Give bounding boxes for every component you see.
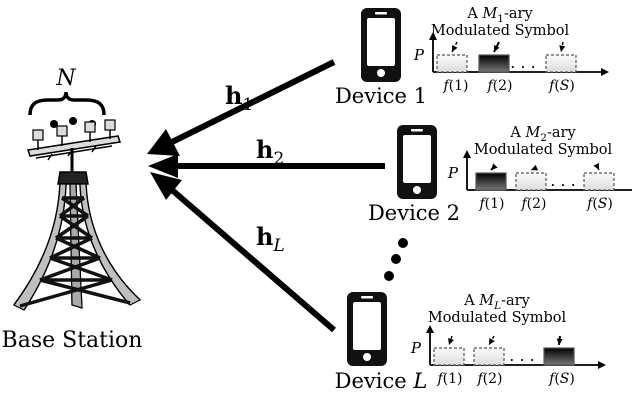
device-label: Device L [335, 369, 428, 393]
idle-frequency-slot [583, 172, 615, 191]
pointer-arrowhead [448, 338, 454, 345]
frequency-slot-label: f(1) [442, 78, 468, 94]
antenna-element [84, 121, 96, 142]
slot-ellipsis: . . . [509, 346, 534, 365]
x-axis-arrowhead [598, 361, 606, 369]
x-axis-arrowhead [601, 68, 609, 76]
base-station: N [2, 66, 143, 353]
spectrum-title: A M2-ary [509, 125, 576, 144]
frequency-slot-label: f(S) [548, 371, 575, 387]
spectrum-title-line2: Modulated Symbol [474, 142, 613, 158]
smartphone-icon [347, 292, 387, 366]
y-axis-arrowhead [463, 150, 471, 158]
spectrum-title-line2: Modulated Symbol [428, 310, 567, 326]
antenna-dot [69, 117, 77, 125]
pointer-arrowhead [559, 45, 566, 52]
slot-ellipsis: . . . [510, 53, 535, 72]
pointer-arrowhead [531, 164, 538, 171]
pointer-arrowhead [593, 163, 599, 170]
frequency-slot-label: f(2) [520, 196, 546, 212]
device-ellipsis-dot [391, 254, 401, 264]
idle-frequency-slot [433, 347, 465, 366]
device-label: Device 1 [335, 84, 427, 108]
tower-bracing [19, 196, 131, 308]
y-axis-arrowhead [426, 325, 434, 333]
smartphone-icon [397, 125, 437, 199]
idle-frequency-slot [473, 347, 505, 366]
antenna-count-label: N [55, 66, 76, 91]
smartphone-icon [361, 8, 401, 82]
device-label: Device 2 [368, 201, 460, 225]
spectrum-title: A M1-ary [466, 6, 533, 25]
idle-frequency-slot [515, 172, 547, 191]
pointer-arrowhead [494, 45, 500, 52]
antenna-element [56, 125, 68, 146]
active-frequency-slot [478, 54, 510, 73]
antenna-dot [50, 120, 58, 128]
channel-arrow-1 [147, 59, 336, 156]
pointer-arrowhead [491, 163, 498, 170]
frequency-slot-label: f(2) [476, 371, 502, 387]
antenna-brace [28, 91, 106, 116]
base-station-label: Base Station [2, 328, 143, 353]
spectrum-title: A ML-ary [463, 293, 530, 312]
axis-label-power: P [413, 46, 425, 64]
channel-label-3: hL [256, 222, 285, 256]
channel-label-2: h2 [256, 135, 284, 169]
pointer-arrowhead [452, 45, 458, 52]
y-axis-arrowhead [429, 32, 437, 40]
device-ellipsis-dot [384, 271, 394, 281]
frequency-slot-label: f(S) [548, 78, 575, 94]
antenna-element [104, 119, 116, 139]
frequency-slot-label: f(1) [436, 371, 462, 387]
channel-arrow-2 [148, 154, 385, 178]
idle-frequency-slot [545, 54, 577, 73]
channel-label-1: h1 [225, 81, 253, 115]
active-frequency-slot [475, 172, 507, 191]
channel-arrow-3 [150, 172, 336, 333]
pointer-arrowhead [489, 338, 495, 345]
frequency-slot-label: f(1) [478, 196, 504, 212]
idle-frequency-slot [436, 54, 468, 73]
active-frequency-slot [543, 347, 575, 366]
pointer-arrowhead [556, 338, 563, 345]
frequency-slot-label: f(S) [586, 196, 613, 212]
device-ellipsis-dot [398, 238, 408, 248]
slot-ellipsis: . . . [550, 171, 575, 190]
antenna-array [27, 119, 121, 161]
axis-label-power: P [410, 339, 422, 357]
spectrum-title-line2: Modulated Symbol [431, 23, 570, 39]
antenna-element [32, 129, 44, 150]
axis-label-power: P [447, 164, 459, 182]
frequency-slot-label: f(2) [486, 78, 512, 94]
channel-arrows [147, 59, 385, 333]
